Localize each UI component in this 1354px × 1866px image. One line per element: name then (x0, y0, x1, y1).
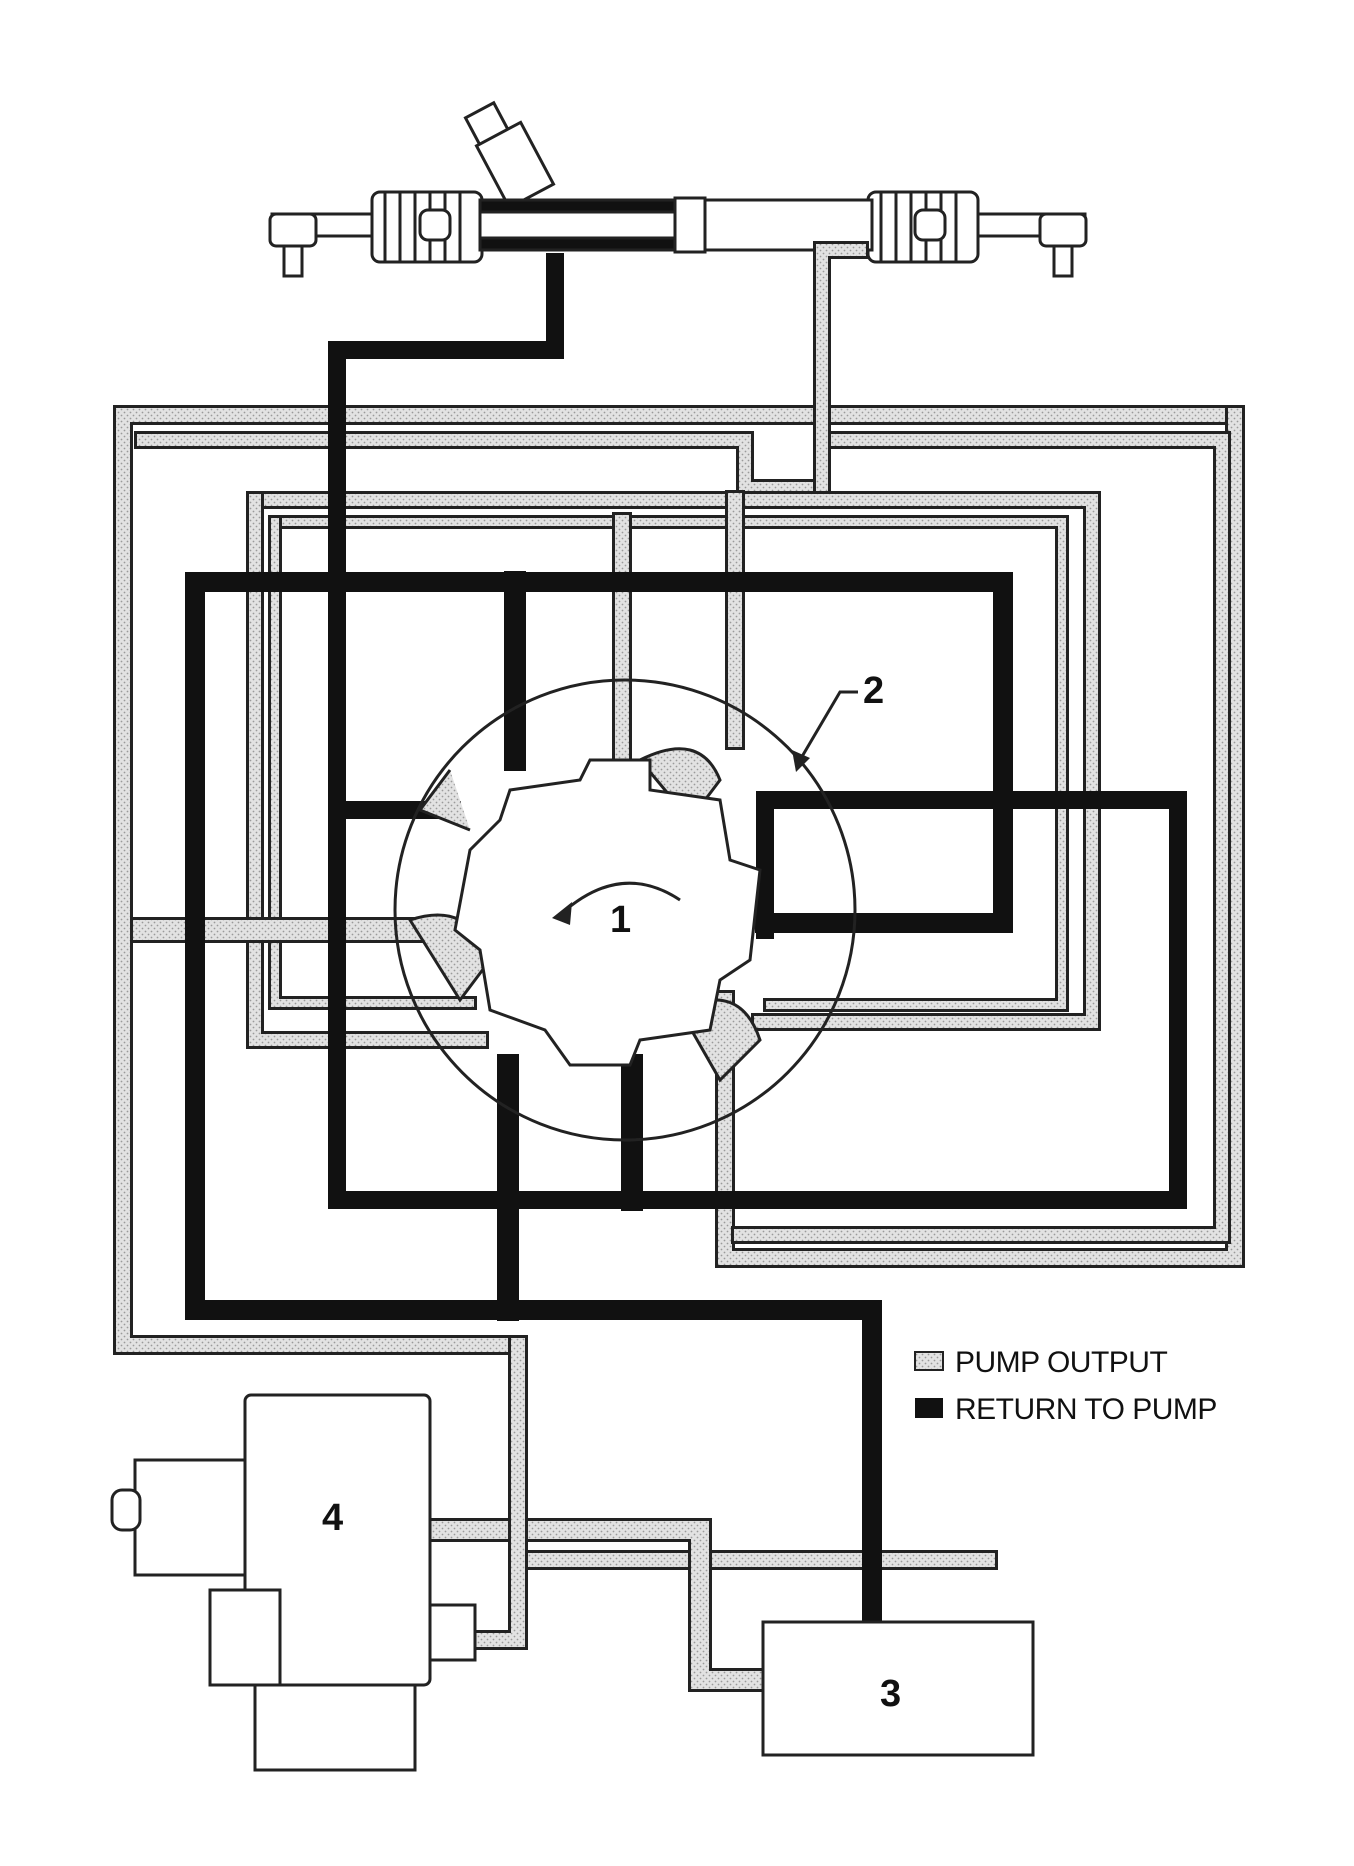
cooler-reservoir (761, 1620, 1035, 1757)
legend-swatch-return-to-pump (915, 1398, 943, 1418)
callout-cooler: 3 (880, 1673, 901, 1715)
legend-label-return-to-pump: RETURN TO PUMP (955, 1393, 1217, 1426)
legend-swatch-pump-output (914, 1351, 944, 1371)
callout-housing: 2 (863, 670, 884, 712)
callout-housing-leader (798, 690, 858, 761)
power-steering-pump (110, 1393, 477, 1772)
callout-rotor: 1 (610, 899, 631, 941)
rotor (453, 758, 762, 1067)
legend-label-pump-output: PUMP OUTPUT (955, 1346, 1167, 1379)
steering-rack (268, 100, 1088, 278)
callout-housing-arrow (792, 750, 810, 772)
legend: PUMP OUTPUT RETURN TO PUMP (914, 1346, 1217, 1426)
callout-pump: 4 (322, 1497, 343, 1539)
pump-output-lines (113, 241, 1245, 1692)
